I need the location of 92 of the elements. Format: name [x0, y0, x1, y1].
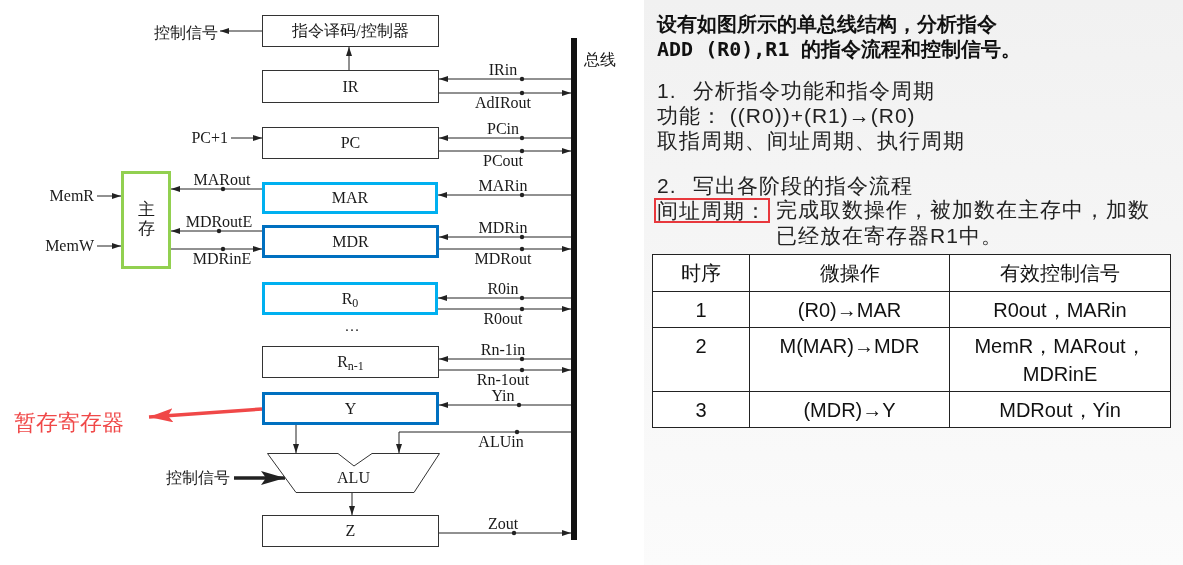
register-label: R$_{0}$	[341, 289, 359, 308]
table-cell: (R0)→MAR	[749, 291, 950, 328]
register-label: Y	[344, 399, 357, 418]
step-heading: 2. 写出各阶段的指令流程	[657, 173, 914, 199]
table-header-cell: 微操作	[749, 254, 950, 292]
register-box	[262, 70, 439, 103]
signal-label: MemW	[45, 236, 94, 256]
table-cell: (MDR)→Y	[749, 391, 950, 428]
signal-label: R0in	[487, 281, 519, 297]
alu-block	[267, 453, 440, 493]
arrow	[437, 306, 572, 312]
arrow	[96, 243, 122, 249]
question-text: 设有如图所示的单总线结构，分析指令ADD (R0),R1 的指令流程和控制信号。	[657, 12, 1023, 62]
arrow	[96, 193, 122, 199]
signal-label: IRin	[488, 62, 518, 78]
arrow	[438, 246, 572, 252]
register-label: PC	[340, 134, 361, 152]
table-cell: 3	[652, 391, 750, 428]
arrow	[438, 367, 572, 373]
signal-label: MDRin	[478, 220, 528, 236]
cycle-list-text: 取指周期、间址周期、执行周期	[657, 128, 965, 154]
signal-label: 控制信号	[166, 468, 230, 488]
arrow	[170, 246, 263, 252]
table-cell: M(MAR)→MDR	[749, 327, 950, 392]
table-cell: R0out，MARin	[949, 291, 1171, 328]
arrow	[438, 90, 572, 96]
highlighted-term: 间址周期：	[654, 198, 770, 223]
description-text: 完成取数操作，被加数在主存中，加数已经放在寄存器R1中。	[776, 197, 1151, 249]
signal-label: PCout	[483, 153, 523, 169]
signal-label: MDRoutE	[185, 214, 253, 230]
arrow	[438, 76, 572, 82]
memory-label: 主存	[137, 201, 155, 239]
register-box	[262, 515, 439, 547]
arrow	[437, 295, 572, 301]
signal-label: MDRinE	[192, 251, 252, 267]
signal-label: PCin	[487, 121, 519, 137]
register-box	[262, 392, 439, 425]
signal-label: MemR	[49, 186, 94, 206]
arrow	[148, 407, 263, 423]
register-box	[262, 225, 439, 258]
step-heading: 1. 分析指令功能和指令周期	[657, 78, 936, 104]
arrow	[349, 492, 355, 516]
register-box	[262, 182, 438, 214]
signal-label: 控制信号	[154, 23, 218, 43]
arrow	[346, 46, 352, 71]
arrow	[170, 228, 263, 234]
signal-label: Rn-1out	[476, 372, 530, 388]
signal-label: MDRout	[474, 251, 532, 267]
register-label: R$_{n-1}$	[337, 353, 364, 371]
arrow	[438, 234, 572, 240]
signal-label: Zout	[487, 516, 519, 532]
register-label: MAR	[331, 189, 369, 207]
signal-label: ALUin	[478, 434, 524, 450]
register-box	[262, 346, 439, 378]
register-label: Z	[345, 522, 356, 540]
arrow	[396, 431, 572, 454]
signal-label: Rn-1in	[480, 342, 526, 358]
controller-label: 指令译码/控制器	[292, 22, 409, 40]
memory-box	[121, 171, 171, 269]
signal-label: MARout	[193, 172, 251, 188]
signal-label: R0out	[483, 311, 523, 327]
arrow	[438, 402, 572, 408]
controller-box	[262, 15, 439, 47]
arrow	[234, 471, 285, 485]
annotation-label: 暂存寄存器	[14, 410, 124, 436]
arrow	[437, 192, 572, 198]
table-cell: 1	[652, 291, 750, 328]
arrow	[219, 28, 263, 34]
arrow	[438, 148, 572, 154]
alu-label: ALU	[337, 469, 370, 487]
signal-label: Yin	[491, 388, 515, 404]
arrow	[170, 186, 263, 192]
table-cell: 2	[652, 327, 750, 392]
signal-label: PC+1	[191, 128, 228, 148]
ellipsis-label: …	[344, 318, 360, 334]
bus-label: 总线	[584, 51, 616, 69]
arrow	[438, 530, 572, 536]
signal-label: MARin	[478, 178, 528, 194]
function-text: 功能： ((R0))+(R1)→(R0)	[657, 103, 916, 129]
register-box	[262, 127, 439, 159]
register-label: MDR	[332, 232, 369, 251]
register-box	[262, 282, 438, 315]
arrow	[438, 135, 572, 141]
table-header-cell: 时序	[652, 254, 750, 292]
table-cell: MDRout，Yin	[949, 391, 1171, 428]
register-label: IR	[342, 77, 359, 96]
arrow	[230, 135, 263, 141]
arrow	[438, 356, 572, 362]
table-cell: MemR，MARout，MDRinE	[949, 327, 1171, 392]
signal-label: AdIRout	[475, 95, 531, 111]
arrow	[293, 424, 299, 454]
table-header-cell: 有效控制信号	[949, 254, 1171, 292]
